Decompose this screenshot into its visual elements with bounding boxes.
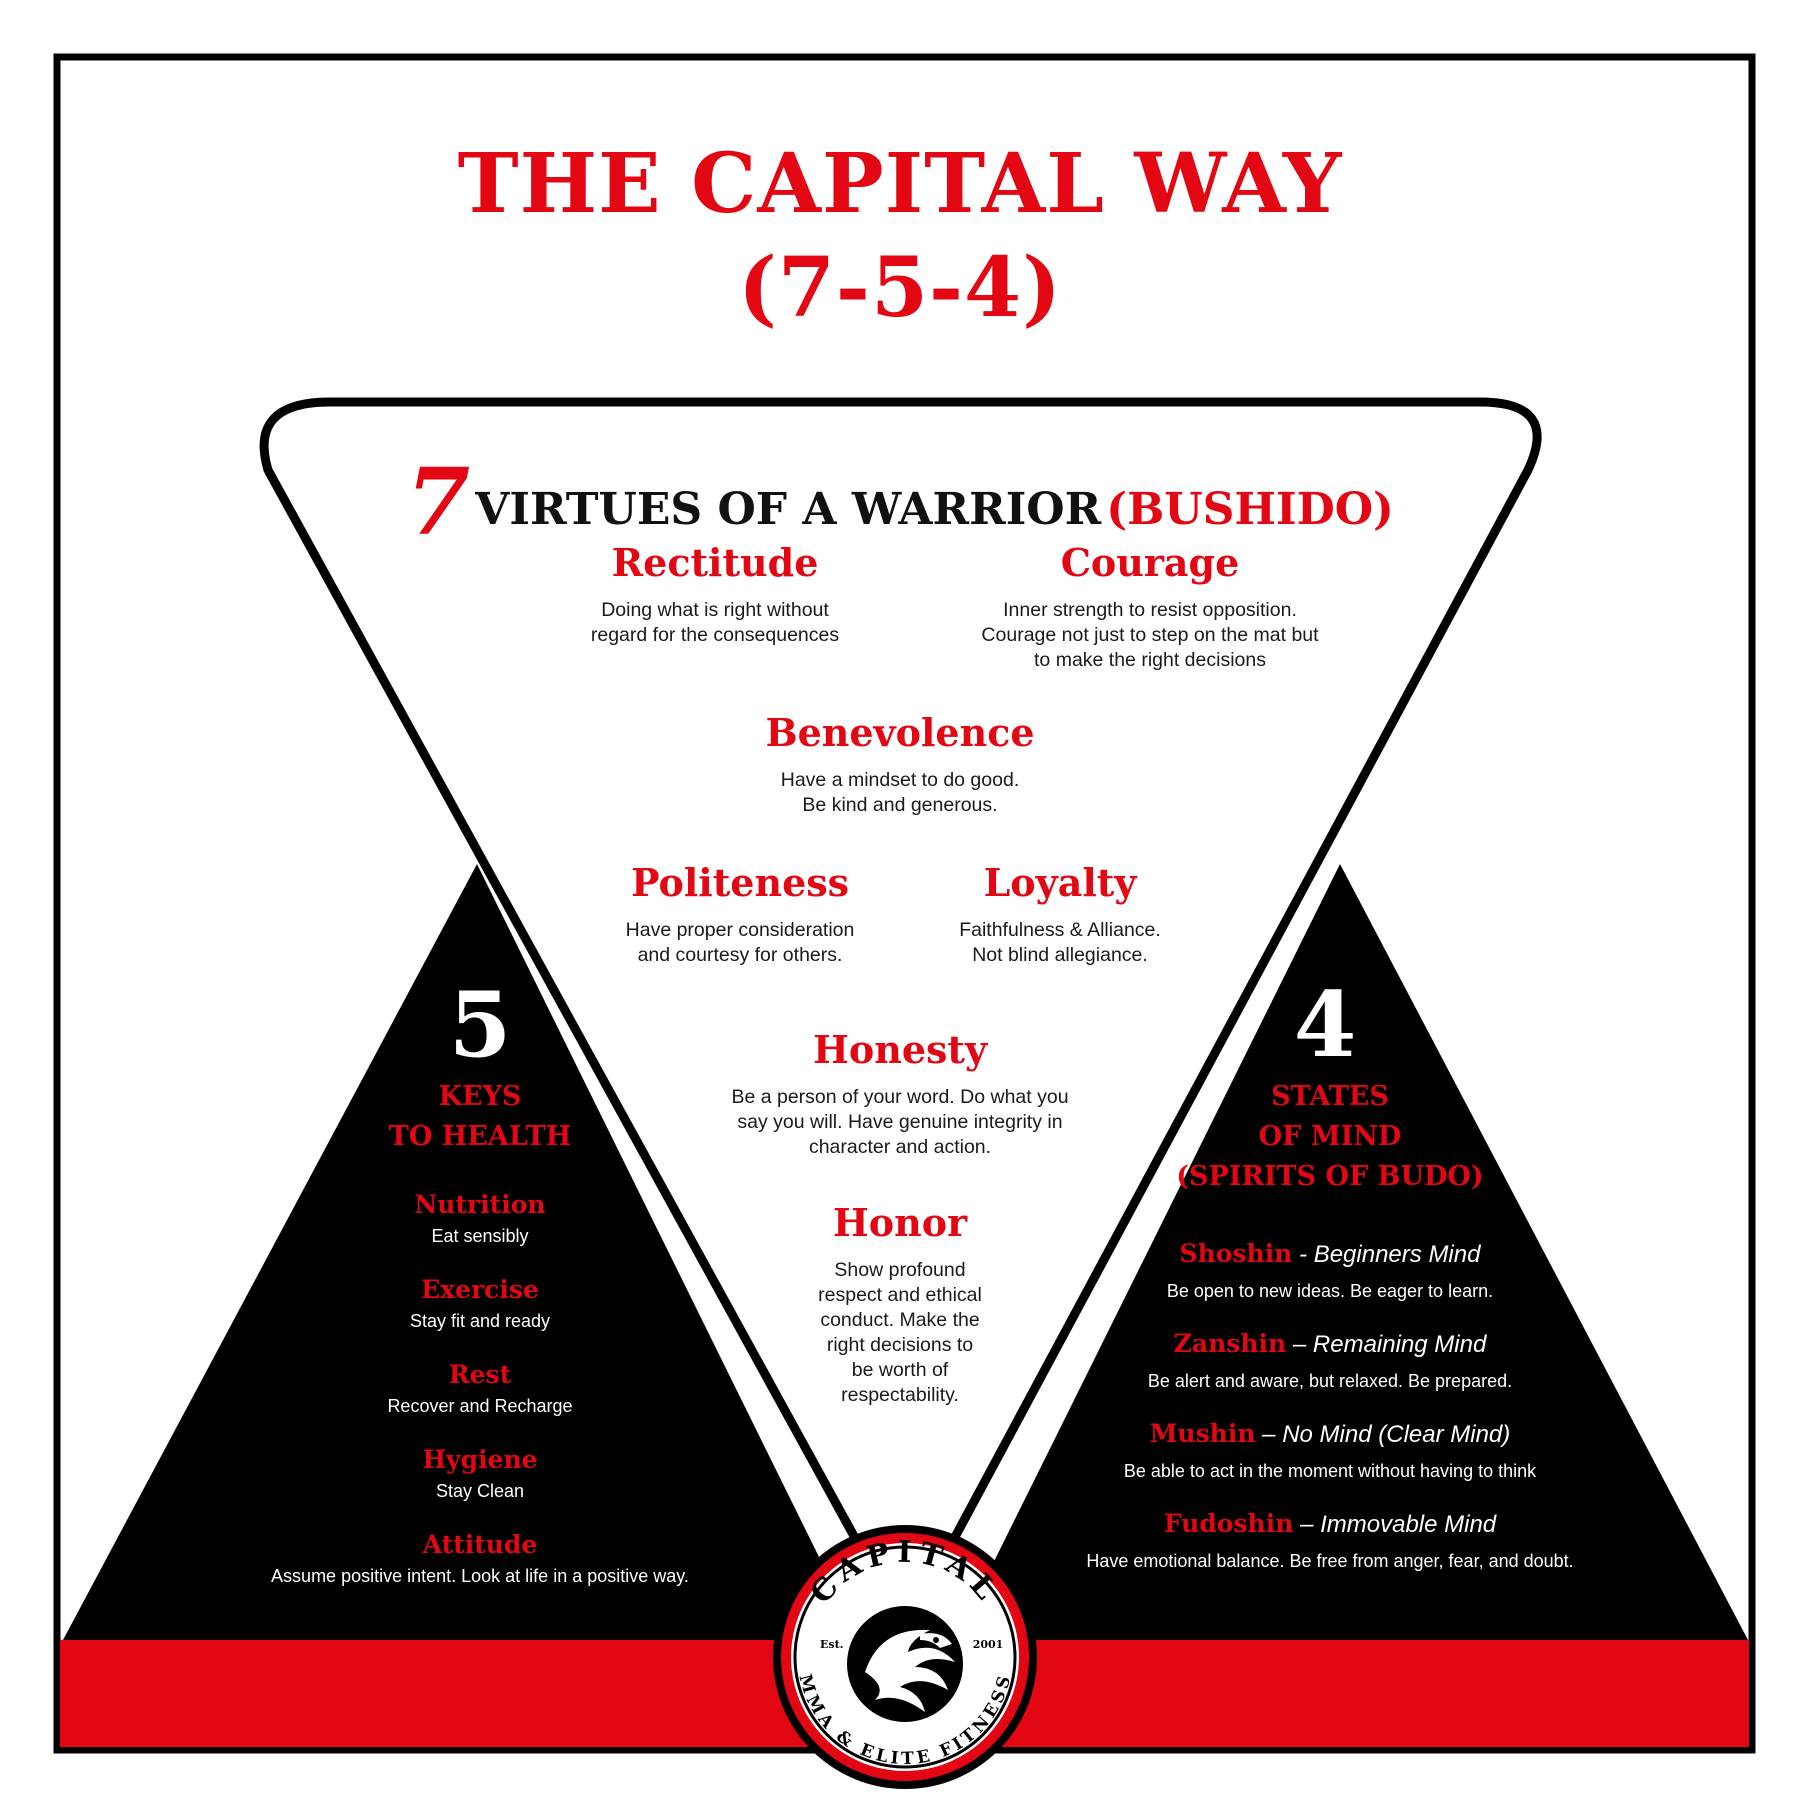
- health-number: 5: [448, 972, 512, 1078]
- virtue-benevolence: Benevolence Have a mindset to do good. B…: [700, 710, 1100, 818]
- eagle-icon: [847, 1606, 963, 1722]
- health-item-description: Stay fit and ready: [409, 1311, 551, 1331]
- virtue-description: Inner strength to resist opposition. Cou…: [981, 599, 1319, 671]
- mind-item-name: Mushin: [1149, 1419, 1256, 1448]
- page-subtitle: (7-5-4): [738, 240, 1062, 336]
- mind-item-subtitle: No Mind (Clear Mind): [1282, 1421, 1511, 1448]
- virtue-name: Loyalty: [983, 860, 1137, 905]
- mind-item-fudoshin: Fudoshin – Immovable Mind Have emotional…: [1010, 1508, 1650, 1573]
- virtues-heading-red: (BUSHIDO): [1106, 484, 1394, 535]
- mind-item-separator: –: [1286, 1331, 1313, 1358]
- virtue-name: Politeness: [630, 860, 850, 905]
- mind-item-mushin: Mushin – No Mind (Clear Mind) Be able to…: [1040, 1418, 1620, 1483]
- health-item-name: Attitude: [422, 1530, 538, 1559]
- virtues-heading: 7 VIRTUES OF A WARRIOR (BUSHIDO): [380, 448, 1420, 556]
- health-item-name: Nutrition: [414, 1190, 546, 1219]
- virtue-name: Honesty: [812, 1027, 988, 1072]
- health-title: KEYS TO HEALTH: [388, 1081, 572, 1152]
- virtue-politeness: Politeness Have proper consideration and…: [580, 860, 900, 968]
- virtues-heading-text: VIRTUES OF A WARRIOR: [475, 484, 1102, 535]
- right-black-triangle: [955, 864, 1748, 1640]
- mind-item-separator: –: [1293, 1511, 1321, 1538]
- virtue-description: Be a person of your word. Do what you sa…: [731, 1086, 1069, 1158]
- mind-item-shoshin: Shoshin - Beginners Mind Be open to new …: [1040, 1238, 1620, 1303]
- virtues-number: 7: [406, 448, 471, 556]
- virtue-name: Honor: [832, 1200, 968, 1245]
- health-item-description: Eat sensibly: [431, 1226, 529, 1246]
- mind-item-name: Zanshin: [1173, 1329, 1287, 1358]
- health-item-attitude: Attitude Assume positive intent. Look at…: [200, 1530, 760, 1588]
- mind-number: 4: [1293, 972, 1357, 1078]
- virtue-loyalty: Loyalty Faithfulness & Alliance. Not bli…: [920, 860, 1200, 968]
- health-item-nutrition: Nutrition Eat sensibly: [230, 1190, 730, 1248]
- mind-item-description: Have emotional balance. Be free from ang…: [1086, 1551, 1574, 1571]
- health-item-description: Stay Clean: [435, 1481, 525, 1501]
- mind-item-name: Shoshin: [1179, 1239, 1293, 1268]
- capital-logo: CAPITAL MMA & ELITE FITNESS Est. 2001: [773, 1525, 1037, 1789]
- health-item-name: Exercise: [421, 1275, 539, 1304]
- health-item-hygiene: Hygiene Stay Clean: [230, 1445, 730, 1503]
- virtue-description: Have proper consideration and courtesy f…: [625, 919, 855, 966]
- health-item-rest: Rest Recover and Recharge: [230, 1360, 730, 1418]
- page-title: THE CAPITAL WAY: [457, 136, 1343, 232]
- mind-item-separator: -: [1292, 1241, 1314, 1268]
- mind-item-name: Fudoshin: [1163, 1509, 1294, 1538]
- health-item-name: Rest: [448, 1360, 512, 1389]
- virtue-description: Doing what is right without regard for t…: [590, 599, 840, 646]
- mind-title: STATES OF MIND (SPIRITS OF BUDO): [1176, 1081, 1484, 1192]
- virtue-description: Faithfulness & Alliance. Not blind alleg…: [959, 919, 1161, 966]
- logo-est: Est.: [820, 1638, 844, 1651]
- virtue-description: Have a mindset to do good. Be kind and g…: [780, 769, 1020, 816]
- virtue-name: Rectitude: [611, 540, 819, 585]
- virtue-name: Courage: [1060, 540, 1240, 585]
- mind-item-separator: –: [1255, 1421, 1283, 1448]
- virtue-description: Show profound respect and ethical conduc…: [818, 1259, 982, 1406]
- logo-year: 2001: [973, 1638, 1004, 1651]
- mind-item-description: Be able to act in the moment without hav…: [1123, 1461, 1537, 1481]
- mind-item-description: Be alert and aware, but relaxed. Be prep…: [1147, 1371, 1513, 1391]
- mind-item-subtitle: Remaining Mind: [1312, 1331, 1487, 1358]
- virtue-honesty: Honesty Be a person of your word. Do wha…: [680, 1027, 1120, 1160]
- health-item-name: Hygiene: [422, 1445, 538, 1474]
- virtue-honor: Honor Show profound respect and ethical …: [780, 1200, 1020, 1408]
- health-item-description: Recover and Recharge: [387, 1396, 573, 1416]
- health-item-exercise: Exercise Stay fit and ready: [230, 1275, 730, 1333]
- virtue-rectitude: Rectitude Doing what is right without re…: [540, 540, 890, 648]
- virtue-name: Benevolence: [765, 710, 1035, 755]
- left-black-triangle: [63, 864, 860, 1640]
- virtue-courage: Courage Inner strength to resist opposit…: [920, 540, 1380, 673]
- health-item-description: Assume positive intent. Look at life in …: [271, 1566, 689, 1586]
- mind-item-description: Be open to new ideas. Be eager to learn.: [1166, 1281, 1494, 1301]
- mind-item-zanshin: Zanshin – Remaining Mind Be alert and aw…: [1040, 1328, 1620, 1393]
- mind-item-subtitle: Immovable Mind: [1320, 1511, 1497, 1538]
- mind-item-subtitle: Beginners Mind: [1313, 1241, 1481, 1268]
